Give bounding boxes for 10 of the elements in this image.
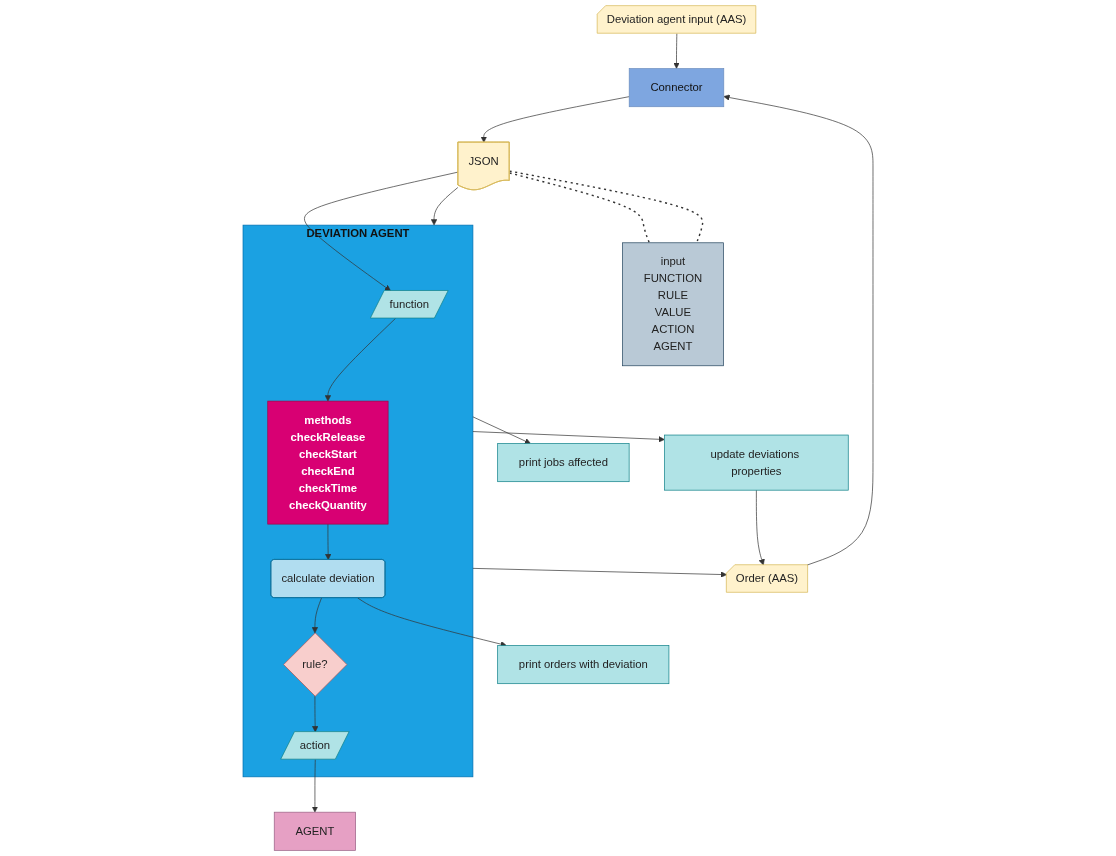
connector (508, 172, 650, 244)
node-box: print orders with deviation (497, 645, 670, 685)
node-box: input FUNCTION RULE VALUE ACTION AGENT (622, 242, 724, 367)
node-diamond: rule? (283, 632, 348, 697)
node-box: Connector (628, 68, 725, 108)
connector (508, 170, 704, 244)
node-box: methods checkRelease checkStart checkEnd checkTime checkQuantity (267, 400, 389, 525)
node-box: print jobs affected (497, 443, 630, 483)
node-box: update deviations properties (664, 434, 849, 491)
node-box: AGENT (273, 811, 356, 851)
